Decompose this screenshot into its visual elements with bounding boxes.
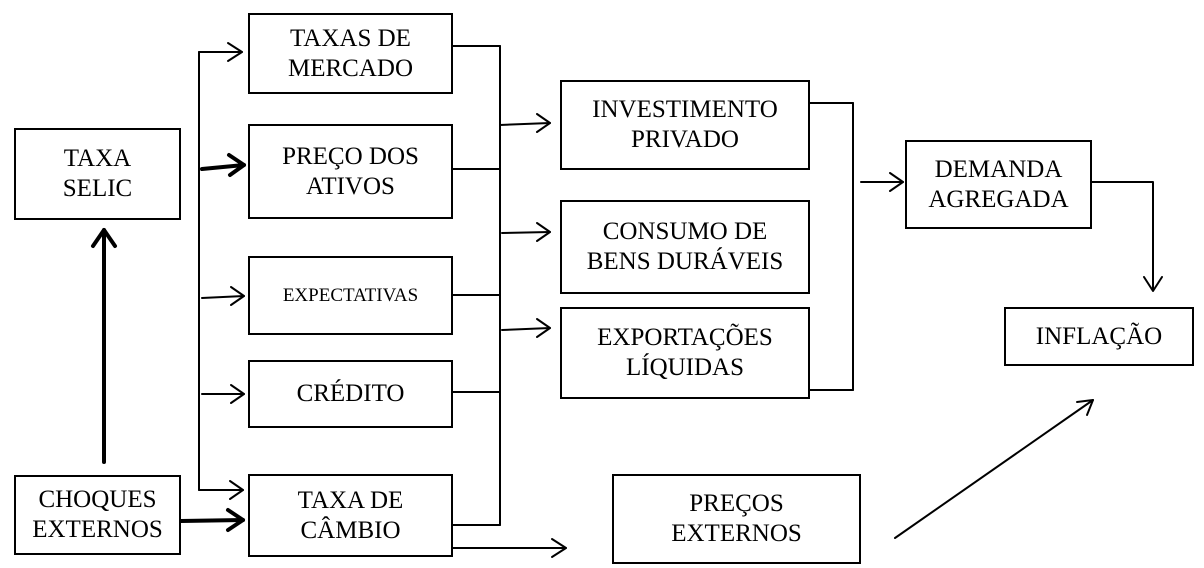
arrow-choques-to-selic bbox=[91, 228, 117, 464]
arrow-to-credito bbox=[201, 384, 245, 404]
exportacoes-liquidas-label: EXPORTAÇÕES LÍQUIDAS bbox=[597, 324, 773, 381]
consumo-bens-duraveis-label: CONSUMO DE BENS DURÁVEIS bbox=[586, 218, 784, 275]
arrow-to-demanda-agregada bbox=[860, 172, 904, 192]
arrow-to-expectativas bbox=[201, 286, 245, 306]
taxa-cambio-box: TAXA DE CÂMBIO bbox=[248, 474, 453, 557]
investimento-privado-box: INVESTIMENTO PRIVADO bbox=[560, 80, 810, 170]
arrow-precos-externos-to-inflacao bbox=[894, 399, 1094, 539]
arrow-to-exportacoes bbox=[501, 318, 551, 338]
arrow-to-taxa-cambio bbox=[198, 480, 244, 500]
investimento-privado-label: INVESTIMENTO PRIVADO bbox=[592, 96, 778, 153]
consumo-bens-duraveis-box: CONSUMO DE BENS DURÁVEIS bbox=[560, 200, 810, 294]
arrow-choques-to-cambio bbox=[179, 508, 245, 532]
preco-ativos-box: PREÇO DOS ATIVOS bbox=[248, 124, 453, 219]
arrow-to-investimento bbox=[499, 113, 551, 133]
taxa-cambio-label: TAXA DE CÂMBIO bbox=[297, 486, 404, 544]
arrow-demanda-to-inflacao bbox=[1091, 181, 1163, 292]
taxa-selic-box: TAXA SELIC bbox=[14, 128, 181, 220]
taxas-mercado-label: TAXAS DE MERCADO bbox=[287, 24, 413, 82]
taxas-mercado-box: TAXAS DE MERCADO bbox=[248, 13, 453, 94]
exportacoes-liquidas-box: EXPORTAÇÕES LÍQUIDAS bbox=[560, 307, 810, 399]
inflacao-label: INFLAÇÃO bbox=[1035, 322, 1163, 350]
taxa-selic-label: TAXA SELIC bbox=[62, 145, 133, 202]
inflacao-box: INFLAÇÃO bbox=[1004, 307, 1194, 366]
precos-externos-box: PREÇOS EXTERNOS bbox=[612, 474, 861, 564]
choques-externos-label: CHOQUES EXTERNOS bbox=[32, 486, 163, 543]
expectativas-label: EXPECTATIVAS bbox=[282, 284, 419, 306]
arrow-to-taxas-mercado bbox=[198, 42, 243, 62]
preco-ativos-label: PREÇO DOS ATIVOS bbox=[282, 142, 419, 200]
arrow-to-consumo bbox=[501, 222, 551, 242]
credito-box: CRÉDITO bbox=[248, 360, 453, 428]
credito-label: CRÉDITO bbox=[296, 380, 405, 407]
choques-externos-box: CHOQUES EXTERNOS bbox=[14, 475, 181, 555]
demanda-agregada-box: DEMANDA AGREGADA bbox=[905, 140, 1092, 229]
arrow-cambio-to-precos-externos bbox=[451, 538, 567, 558]
expectativas-box: EXPECTATIVAS bbox=[248, 256, 453, 335]
demanda-agregada-label: DEMANDA AGREGADA bbox=[928, 155, 1069, 213]
precos-externos-label: PREÇOS EXTERNOS bbox=[671, 490, 802, 547]
arrow-to-preco-ativos bbox=[200, 153, 246, 177]
